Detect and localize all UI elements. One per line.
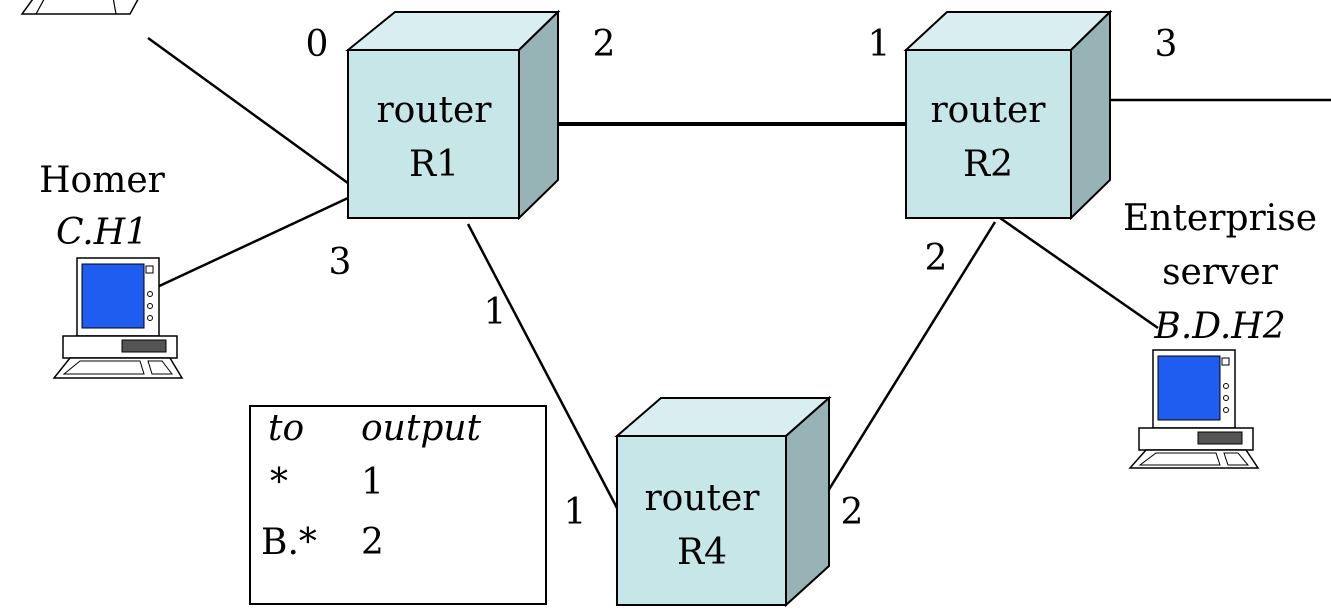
host-labels: Homer C.H1 Enterprise server B.D.H2 [39, 160, 1317, 347]
keyboard-icon [1128, 449, 1260, 469]
keyboard-icon [52, 357, 184, 379]
host-computer-topleft [20, 0, 139, 15]
port-r1-1: 1 [484, 292, 507, 333]
port-r1-2: 2 [593, 24, 616, 65]
router-r2: router R2 [903, 9, 1113, 221]
port-r2-2: 2 [925, 238, 948, 279]
link-r2-server [999, 216, 1159, 330]
router-r4-side [785, 395, 830, 608]
router-r4-label-line1: router [644, 478, 760, 519]
table-row-2-to: B.* [261, 522, 317, 563]
homer-address: C.H1 [56, 212, 148, 253]
router-r1: router R1 [345, 9, 561, 221]
router-r1-front [347, 49, 520, 219]
keyboard-icon [20, 0, 139, 15]
router-r4-label-line2: R4 [677, 532, 727, 573]
port-labels: 0 2 3 1 1 3 2 1 2 [306, 24, 1178, 533]
routing-table: to output * 1 B.* 2 [249, 405, 547, 605]
server-name-line1: Enterprise [1123, 198, 1317, 239]
router-r2-label-line1: router [930, 90, 1046, 131]
table-row-1-output: 1 [361, 462, 384, 503]
server-address: B.D.H2 [1153, 306, 1285, 347]
links [147, 36, 1331, 513]
computer-icon-server [1128, 349, 1260, 469]
port-r1-3: 3 [329, 242, 352, 283]
table-row-1-to: * [270, 462, 288, 503]
link-r2-r4 [813, 221, 997, 513]
port-r2-3: 3 [1155, 24, 1178, 65]
homer-name: Homer [39, 160, 166, 201]
screen-icon [81, 263, 145, 329]
port-r2-1: 1 [868, 24, 891, 65]
link-homer-r1 [154, 196, 349, 290]
router-r1-label-line2: R1 [409, 144, 459, 185]
router-r2-label-line2: R2 [963, 144, 1013, 185]
screen-icon [1157, 355, 1221, 421]
routing-table-box [249, 405, 547, 605]
router-r4: router R4 [614, 395, 832, 608]
computer-icon-homer [52, 257, 184, 379]
router-r4-front [616, 435, 787, 606]
port-r1-0: 0 [306, 24, 329, 65]
port-r4-1: 1 [564, 492, 587, 533]
table-header-output: output [361, 408, 482, 449]
router-r1-label-line1: router [376, 90, 492, 131]
link-r1-r4 [466, 223, 619, 509]
table-header-to: to [268, 408, 304, 449]
table-row-2-output: 2 [361, 522, 384, 563]
server-name-line2: server [1162, 252, 1279, 293]
port-r4-2: 2 [841, 492, 864, 533]
link-topleft-host-r1 [147, 36, 353, 188]
router-r2-front [905, 49, 1072, 219]
